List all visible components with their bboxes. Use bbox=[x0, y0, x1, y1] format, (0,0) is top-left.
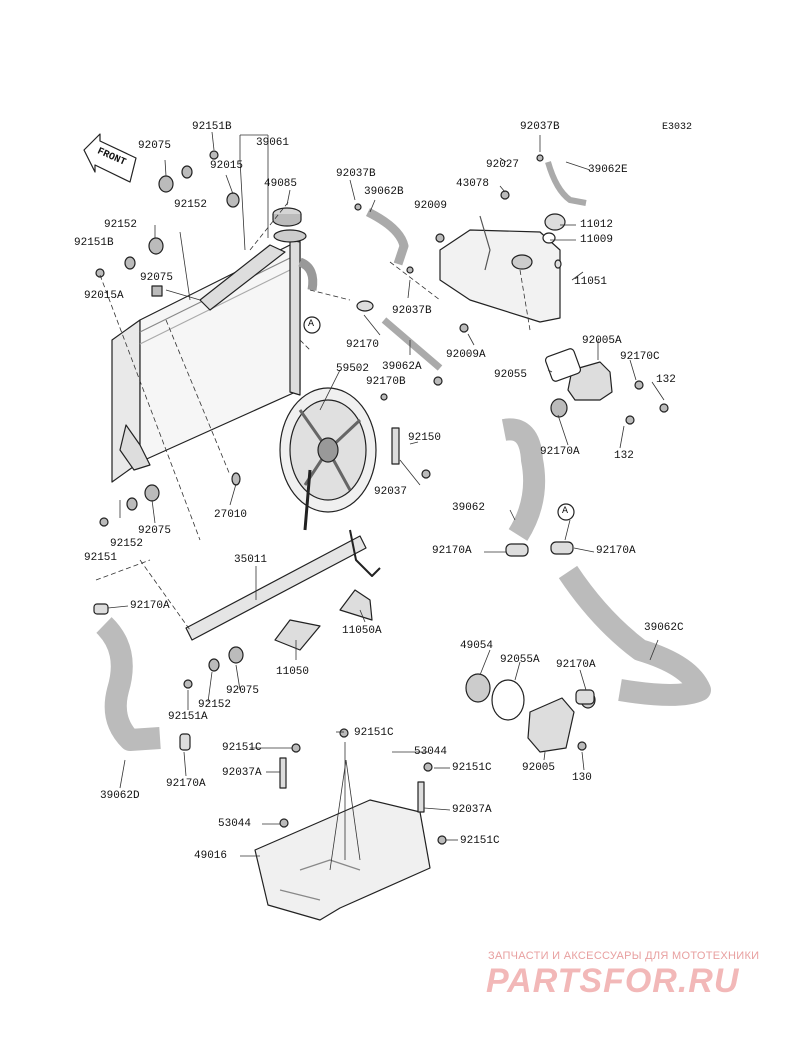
part-label: 92151 bbox=[84, 552, 118, 564]
part-label: 92151C bbox=[452, 762, 492, 774]
part-label: 92170C bbox=[620, 351, 660, 363]
stay-92037 bbox=[391, 427, 400, 465]
callout-a-left bbox=[303, 316, 321, 334]
under-cover bbox=[254, 799, 431, 921]
part-label: 49085 bbox=[264, 178, 298, 190]
part-label: 59502 bbox=[336, 363, 370, 375]
part-label: 92075 bbox=[138, 140, 172, 152]
part-label: 92055 bbox=[494, 369, 528, 381]
front-arrow-icon bbox=[83, 133, 137, 183]
radiator bbox=[111, 229, 307, 483]
part-label: 92005 bbox=[522, 762, 556, 774]
callout-a-right-label: A bbox=[562, 506, 569, 517]
part-label: 39062 bbox=[452, 502, 486, 514]
part-label: 39062A bbox=[382, 361, 422, 373]
hose-39062c bbox=[558, 565, 711, 706]
cooling-fan bbox=[279, 387, 377, 531]
callout-a-left-label: A bbox=[308, 319, 315, 330]
leader-lines bbox=[107, 131, 665, 871]
part-label: 92152 bbox=[110, 538, 144, 550]
hose-upper-radiator bbox=[298, 257, 318, 291]
part-label: 11050 bbox=[276, 666, 310, 678]
part-label: 11050A bbox=[342, 625, 382, 637]
part-label: 92151A bbox=[168, 711, 208, 723]
watermark-tagline: ЗАПЧАСТИ И АКСЕССУАРЫ ДЛЯ МОТОТЕХНИКИ bbox=[488, 950, 760, 962]
hose-clamps bbox=[93, 259, 595, 751]
part-label: 92075 bbox=[138, 525, 172, 537]
bracket-35011 bbox=[185, 529, 381, 641]
part-label: 92170A bbox=[166, 778, 206, 790]
part-label: 11012 bbox=[580, 219, 614, 231]
part-label: 132 bbox=[614, 450, 634, 462]
reservoir-tank bbox=[439, 213, 566, 323]
hose-39062a bbox=[381, 317, 443, 371]
part-label: 92037B bbox=[336, 168, 376, 180]
part-label: 39062B bbox=[364, 186, 404, 198]
part-label: 92027 bbox=[486, 159, 520, 171]
thermostat-housing bbox=[544, 348, 613, 418]
part-label: 39062D bbox=[100, 790, 140, 802]
part-label: 92151C bbox=[460, 835, 500, 847]
bracket-11050a bbox=[339, 589, 373, 621]
part-label: 92151B bbox=[74, 237, 114, 249]
part-label: 92005A bbox=[582, 335, 622, 347]
part-label: 92009A bbox=[446, 349, 486, 361]
hose-39062b bbox=[365, 207, 409, 266]
stay-92037a-right bbox=[417, 781, 425, 813]
part-label: 92015 bbox=[210, 160, 244, 172]
part-label: 92151C bbox=[222, 742, 262, 754]
part-label: 53044 bbox=[414, 746, 448, 758]
part-label: 92037B bbox=[520, 121, 560, 133]
part-label: 92075 bbox=[140, 272, 174, 284]
part-label: 11051 bbox=[574, 276, 608, 288]
small-fasteners bbox=[95, 150, 669, 845]
part-label: 49054 bbox=[460, 640, 494, 652]
thermostat-cover bbox=[465, 673, 596, 753]
part-label: 92170A bbox=[596, 545, 636, 557]
part-label: 92009 bbox=[414, 200, 448, 212]
part-label: 92170A bbox=[540, 446, 580, 458]
part-label: 92037B bbox=[392, 305, 432, 317]
hose-39062e bbox=[545, 161, 587, 206]
part-label: 130 bbox=[572, 772, 592, 784]
part-label: 92015A bbox=[84, 290, 124, 302]
part-label: 92151B bbox=[192, 121, 232, 133]
part-label: 92075 bbox=[226, 685, 260, 697]
part-label: 39062E bbox=[588, 164, 628, 176]
part-label: 39061 bbox=[256, 137, 290, 149]
stay-92037a-left bbox=[279, 757, 287, 789]
part-label: 39062C bbox=[644, 622, 684, 634]
part-label: 92150 bbox=[408, 432, 442, 444]
part-label: 11009 bbox=[580, 234, 614, 246]
part-label: 92037 bbox=[374, 486, 408, 498]
bracket-11050 bbox=[274, 619, 321, 651]
part-label: 35011 bbox=[234, 554, 268, 566]
part-label: 92151C bbox=[354, 727, 394, 739]
part-label: 92170B bbox=[366, 376, 406, 388]
part-label: 49016 bbox=[194, 850, 228, 862]
part-label: 92170 bbox=[346, 339, 380, 351]
watermark-logo: PARTSFOR.RU bbox=[486, 962, 740, 1000]
part-label: 92170A bbox=[130, 600, 170, 612]
hose-39062 bbox=[501, 418, 546, 541]
hose-39062d bbox=[95, 617, 161, 751]
diagram-code: E3032 bbox=[662, 122, 693, 133]
part-label: 92037A bbox=[222, 767, 262, 779]
part-label: 53044 bbox=[218, 818, 252, 830]
part-label: 92152 bbox=[104, 219, 138, 231]
guide-lines bbox=[95, 199, 531, 631]
part-label: 132 bbox=[656, 374, 676, 386]
part-label: 92055A bbox=[500, 654, 540, 666]
radiator-cap bbox=[272, 207, 302, 227]
part-label: 43078 bbox=[456, 178, 490, 190]
part-label: 92037A bbox=[452, 804, 492, 816]
part-label: 92170A bbox=[432, 545, 472, 557]
part-label: 92152 bbox=[174, 199, 208, 211]
part-label: 92152 bbox=[198, 699, 232, 711]
callout-a-right bbox=[557, 503, 575, 521]
part-label: 27010 bbox=[214, 509, 248, 521]
part-label: 92170A bbox=[556, 659, 596, 671]
